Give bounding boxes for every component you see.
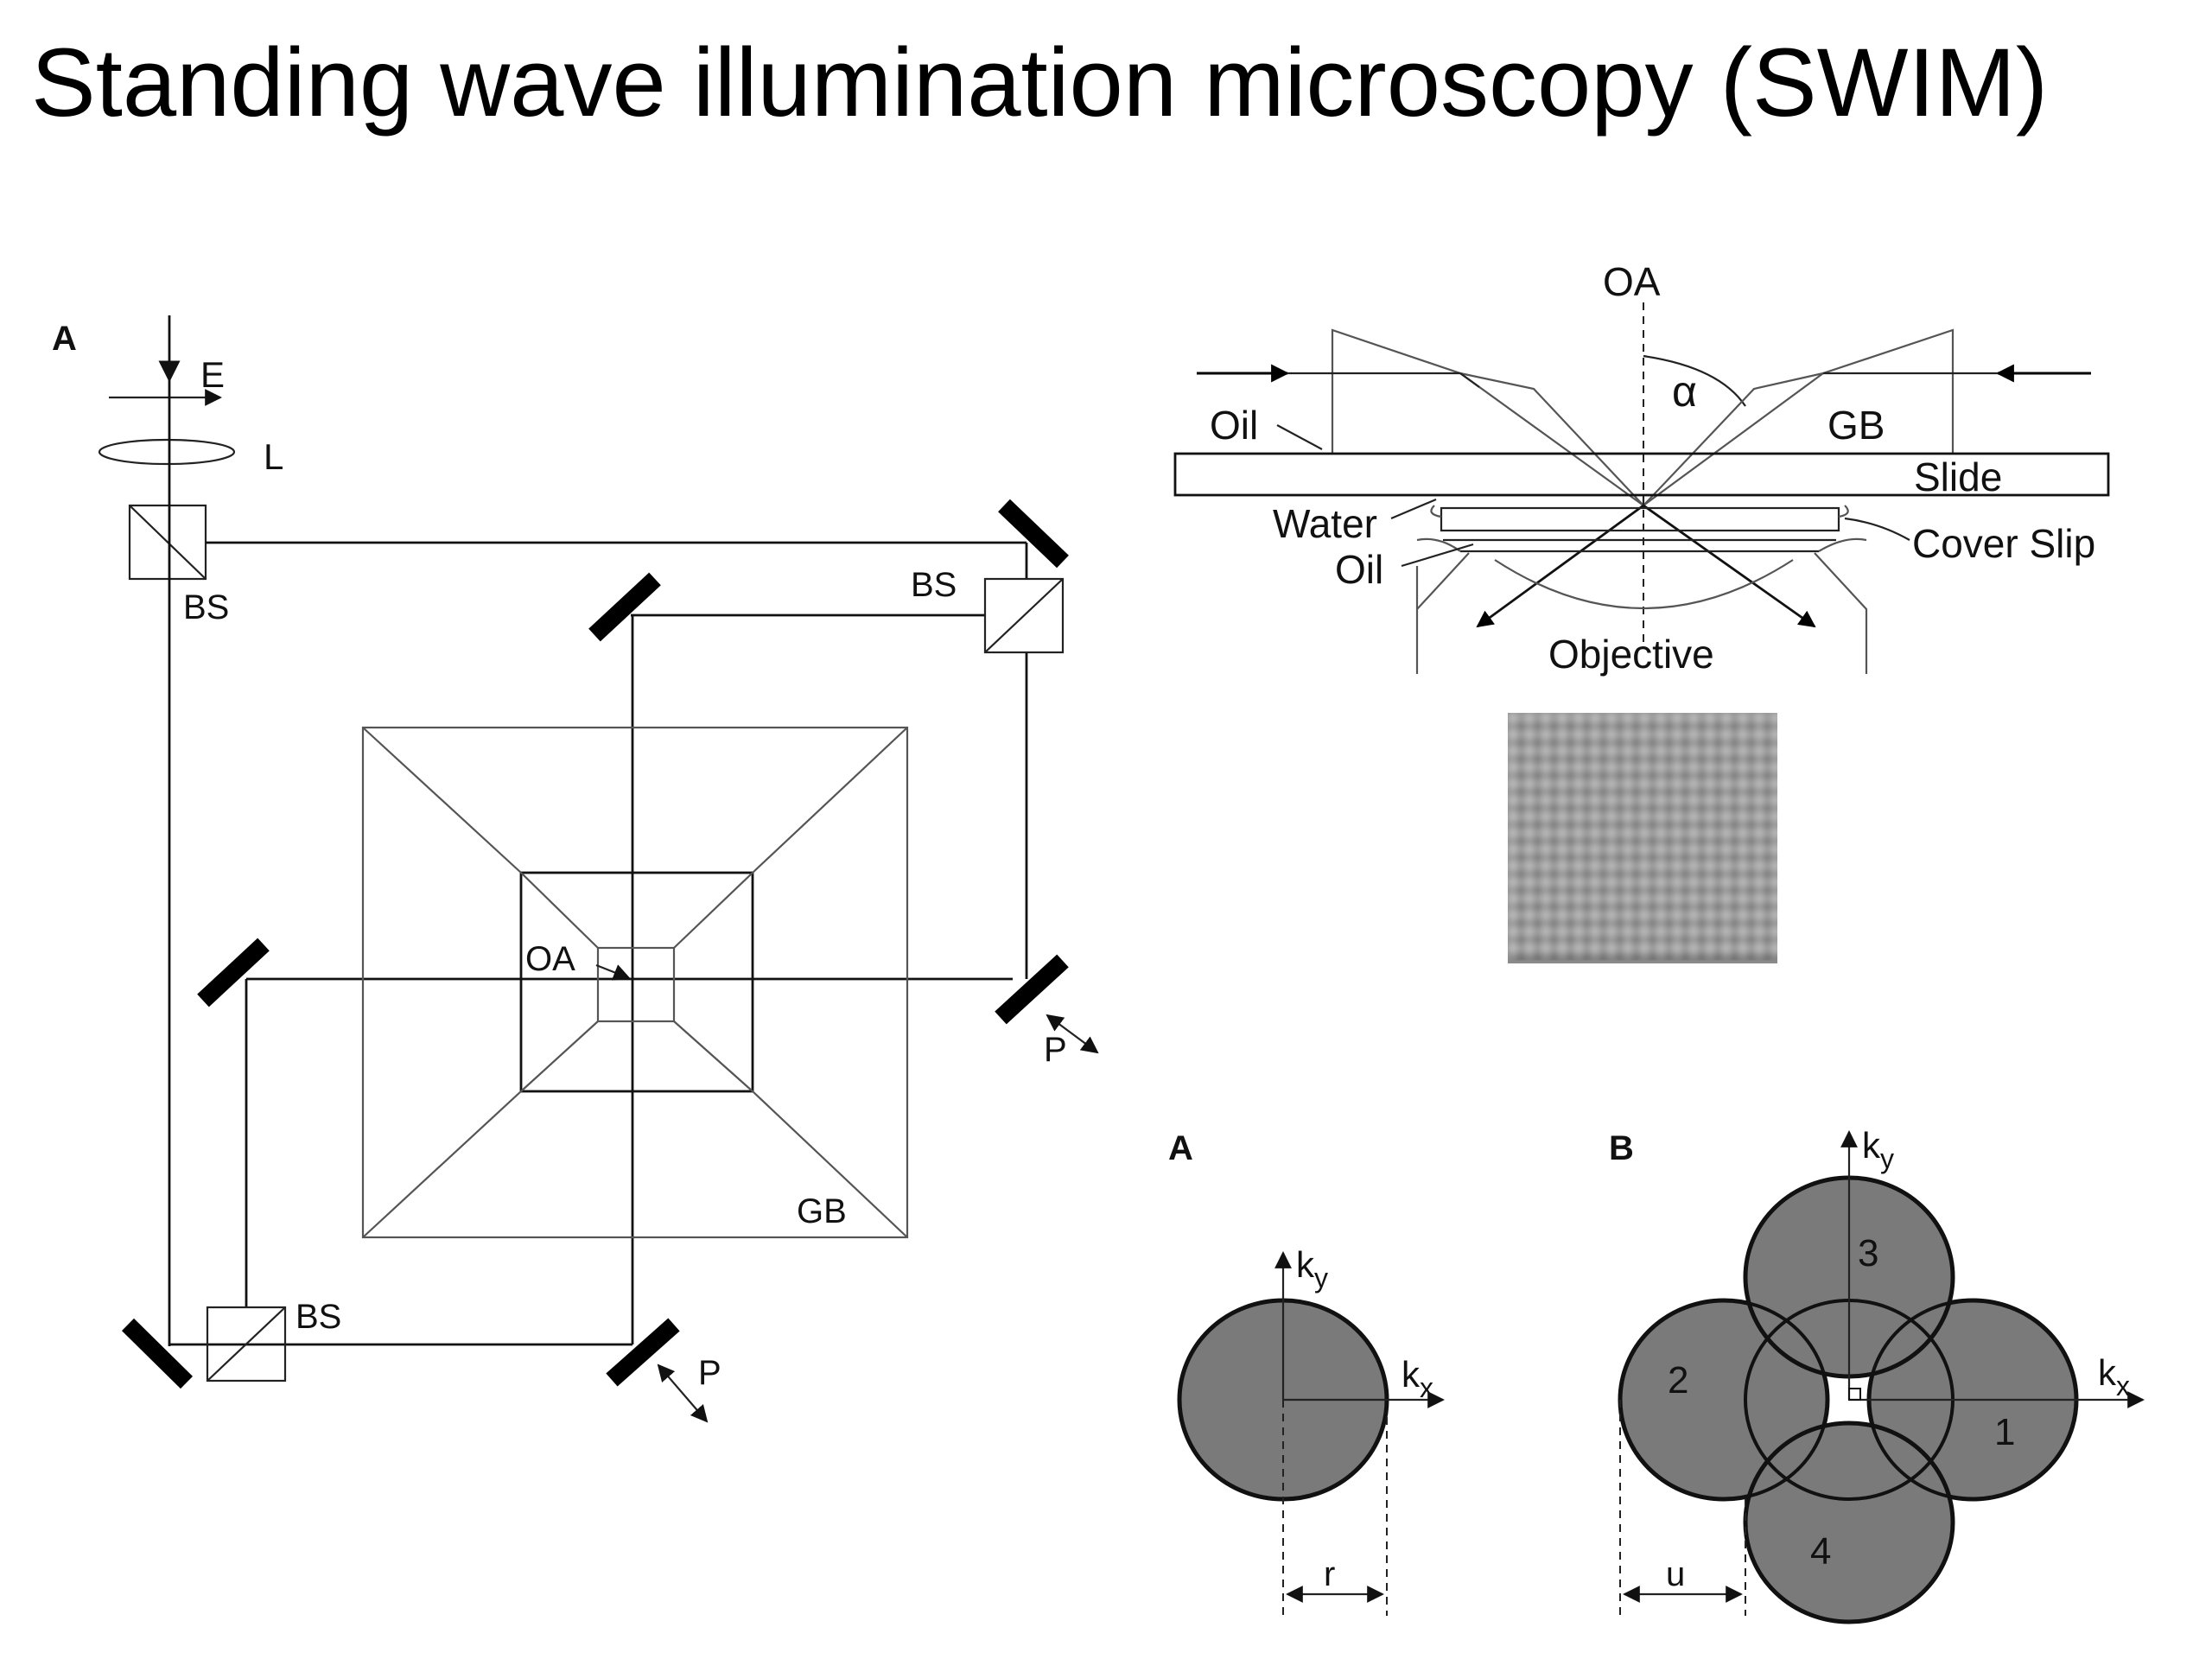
kspace-b-panel-label: B [1609,1129,1634,1167]
label-cover-slip: Cover Slip [1912,521,2095,566]
label-oa-cross: OA [1603,259,1661,304]
label-l: L [264,436,283,477]
label-bs-2: BS [911,566,957,604]
disk-label-3: 3 [1858,1232,1878,1274]
disk-label-1: 1 [1994,1411,2015,1453]
label-alpha: α [1672,367,1697,416]
lens-l [98,438,236,466]
disk-label-4: 4 [1810,1530,1831,1573]
slide [1173,452,2110,497]
interference-pattern-image [1508,713,1777,963]
label-kx-a: kx [1402,1354,1433,1403]
right-prism [1643,328,1955,506]
kspace-panel-a: A ky kx r [1168,1129,1445,1616]
label-water: Water [1273,501,1377,546]
label-ky-b: ky [1862,1125,1894,1174]
kspace-panel-b: B ky kx 1 2 3 4 u [1609,1125,2145,1624]
label-r: r [1324,1555,1335,1593]
label-p-2: P [698,1354,721,1392]
polarizer-arrow-bottom [657,1363,709,1423]
beam-exit-left [1476,504,1644,628]
mirror-bottom-center [606,1318,680,1387]
label-p-1: P [1044,1031,1067,1069]
label-gb-setup: GB [797,1192,847,1230]
mirror-right-center [995,954,1069,1025]
cover-slip [1440,506,1840,532]
optical-setup-diagram: A E L BS BS BS [52,315,1099,1423]
label-objective: Objective [1548,632,1714,677]
polarizer-arrow-right [1046,1014,1099,1054]
label-ky-a: ky [1296,1244,1328,1294]
label-oil-bottom: Oil [1335,547,1383,592]
label-oa-setup: OA [525,940,575,978]
beam-splitter-3 [206,1306,287,1382]
mirror-left-center [197,938,270,1007]
label-u: u [1666,1555,1685,1593]
label-kx-b: kx [2098,1352,2130,1402]
label-slide: Slide [1914,454,2002,499]
label-gb-cross: GB [1827,403,1885,448]
label-bs-1: BS [183,588,229,626]
glass-block-gb [361,726,909,1239]
left-prism [1331,328,1644,506]
beam-exit-right [1643,504,1816,628]
mirror-upper-center [588,572,661,642]
disk-label-2: 2 [1668,1359,1688,1402]
mirror-bottom-left [121,1318,194,1389]
mirror-top-right [998,499,1069,569]
beam-splitter-2 [983,577,1065,654]
cross-section-diagram: OA α Oil [1173,259,2110,677]
objective [1415,552,1868,674]
page-title: Standing wave illumination microscopy (S… [31,29,2049,137]
label-oil-top: Oil [1210,403,1258,448]
setup-panel-label: A [52,320,77,358]
label-e: E [200,354,225,395]
label-bs-3: BS [296,1298,341,1336]
kspace-a-panel-label: A [1168,1129,1193,1167]
